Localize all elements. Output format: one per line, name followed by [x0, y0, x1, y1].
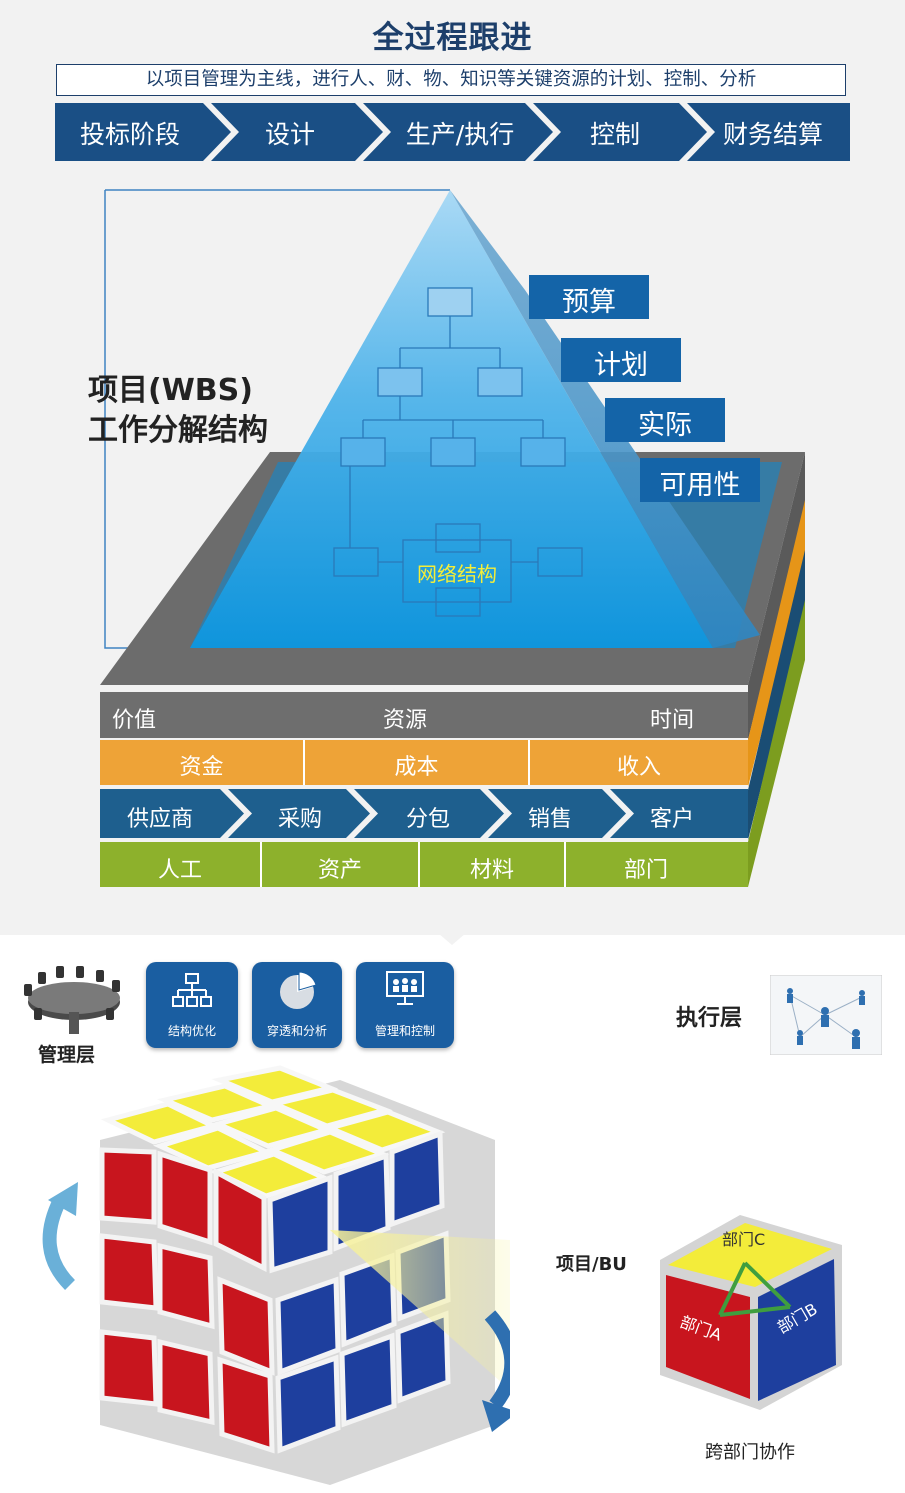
rubiks-cube-illustration — [42, 1065, 510, 1485]
wbs-tree — [333, 287, 583, 617]
tag-plan-bg — [561, 338, 681, 382]
band3-item-2: 采购 — [277, 807, 322, 832]
step-label-2: 设计 — [264, 120, 315, 149]
platform-side-green — [748, 600, 805, 887]
conference-table-icon — [24, 966, 120, 1034]
step-label-1: 投标阶段 — [79, 120, 180, 149]
pyramid-left-face — [190, 190, 713, 648]
supply-chevron-2 — [228, 789, 370, 838]
band4-item-3: 材料 — [469, 858, 514, 883]
supply-chevron-1 — [100, 789, 244, 838]
step-chevron-1 — [55, 103, 231, 161]
band3-item-3: 分包 — [405, 807, 450, 832]
tag-availability-bg — [640, 458, 760, 502]
band1-item-2: 资源 — [382, 708, 427, 733]
supply-chevron-3 — [354, 789, 504, 838]
band-resources — [100, 842, 748, 887]
step-chevron-4 — [533, 103, 707, 161]
band3-item-1: 供应商 — [126, 807, 193, 832]
platform-side-gray — [748, 452, 805, 740]
tag-plan: 计划 — [594, 350, 648, 381]
pie-chart-icon — [280, 971, 317, 1009]
cross-department-caption: 跨部门协作 — [705, 1442, 795, 1463]
org-chart-icon — [172, 973, 212, 1007]
tag-availability: 可用性 — [659, 470, 741, 501]
band4-divider-1 — [260, 842, 262, 887]
pill-label-1: 结构优化 — [167, 1024, 216, 1038]
band2-item-3: 收入 — [616, 755, 661, 780]
panel-pointer — [438, 933, 466, 945]
project-bu-label: 项目/BU — [556, 1254, 627, 1275]
subtitle-box: 以项目管理为主线，进行人、财、物、知识等关键资源的计划、控制、分析 — [56, 64, 846, 96]
band4-item-2: 资产 — [317, 858, 362, 883]
tag-budget: 预算 — [562, 287, 616, 318]
process-flow — [55, 103, 850, 161]
small-cube-illustration — [660, 1215, 842, 1410]
step-chevron-3 — [363, 103, 553, 161]
band4-divider-2 — [418, 842, 420, 887]
band4-item-1: 人工 — [157, 858, 202, 883]
band3-item-4: 销售 — [527, 807, 572, 832]
supply-chevron-5 — [610, 789, 748, 838]
platform-side-blue — [748, 550, 805, 840]
platform-side-orange — [748, 500, 805, 787]
network-people-image — [770, 975, 882, 1055]
band2-divider-1 — [303, 740, 305, 785]
pill-label-3: 管理和控制 — [374, 1024, 435, 1038]
band2-divider-2 — [528, 740, 530, 785]
meeting-screen-icon — [386, 971, 424, 1005]
step-label-5: 财务结算 — [722, 120, 823, 149]
supply-chevron-4 — [488, 789, 626, 838]
wbs-title-line2: 工作分解结构 — [88, 413, 268, 448]
band2-item-2: 成本 — [394, 755, 439, 780]
band4-divider-3 — [564, 842, 566, 887]
band-supply-chain — [100, 789, 748, 838]
wbs-pyramid-diagram — [100, 189, 805, 887]
network-label: 网络结构 — [417, 562, 497, 586]
step-chevron-5 — [687, 103, 850, 161]
pill-label-2: 穿透和分析 — [266, 1024, 327, 1038]
band2-item-1: 资金 — [179, 755, 224, 780]
page-title: 全过程跟进 — [372, 20, 533, 56]
management-layer-label: 管理层 — [38, 1044, 96, 1066]
execution-layer-label: 执行层 — [676, 1006, 743, 1031]
step-chevron-2 — [211, 103, 383, 161]
tag-budget-bg — [529, 275, 649, 319]
band-value-resource-time — [100, 692, 748, 738]
tag-actual-bg — [605, 398, 725, 442]
band1-item-1: 价值 — [112, 708, 157, 733]
band4-item-4: 部门 — [623, 858, 668, 883]
dept-c-label: 部门C — [722, 1230, 766, 1249]
step-label-4: 控制 — [589, 120, 640, 149]
band1-item-3: 时间 — [650, 708, 695, 733]
tag-actual: 实际 — [638, 410, 692, 441]
band3-item-5: 客户 — [649, 807, 694, 832]
step-label-3: 生产/执行 — [405, 120, 515, 149]
wbs-title-line1: 项目(WBS) — [88, 373, 253, 408]
band-funds — [100, 740, 748, 785]
